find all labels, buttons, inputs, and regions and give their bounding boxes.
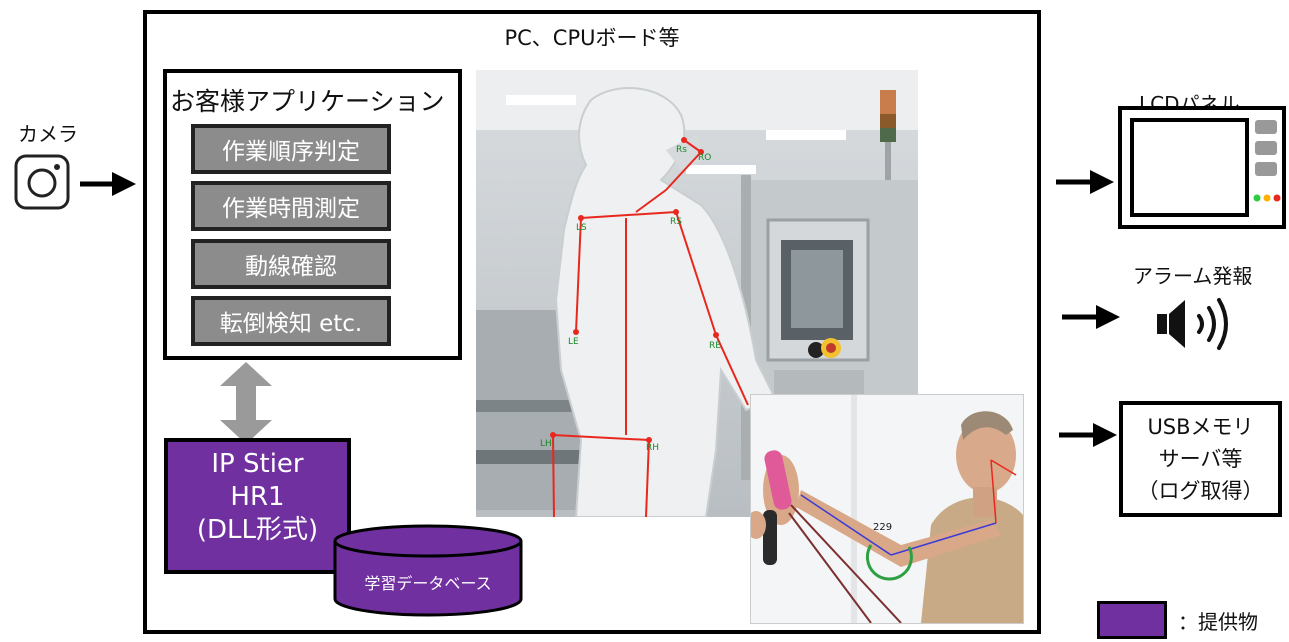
alarm-label: アラーム発報 (1133, 264, 1253, 288)
pose-angle-photo: 229 (750, 394, 1024, 624)
exercise-scene-image: 229 (751, 395, 1023, 623)
pc-title: PC、CPUボード等 (504, 26, 680, 50)
function-work-order: 作業順序判定 (191, 124, 391, 174)
function-work-time: 作業時間測定 (191, 181, 391, 231)
lcd-arrow-icon (1056, 170, 1114, 194)
keypoint-label: LS (576, 223, 587, 233)
angle-value: 229 (873, 522, 892, 533)
function-fall-detection: 転倒検知 etc. (191, 296, 391, 346)
legend-swatch (1097, 601, 1167, 639)
database-label: 学習データベース (364, 574, 492, 593)
usb-line3: （ログ取得） (1137, 479, 1264, 503)
lcd-panel-icon (1118, 106, 1286, 229)
keypoint-label: Rs (676, 145, 687, 155)
ipstier-line3: (DLL形式) (196, 515, 319, 545)
keypoint-label: RS (670, 217, 682, 227)
double-arrow-icon (220, 362, 272, 444)
usb-line2: サーバ等 (1158, 447, 1243, 471)
keypoint-label: LE (568, 337, 579, 347)
alarm-arrow-icon (1062, 305, 1120, 329)
database-cylinder-icon (333, 524, 523, 617)
keypoint-label: LH (540, 439, 552, 449)
usb-server-box: USBメモリ サーバ等 （ログ取得） (1119, 401, 1282, 517)
legend-label: ：提供物 (1178, 610, 1258, 634)
keypoint-label: RH (646, 443, 659, 453)
usb-line1: USBメモリ (1147, 415, 1254, 439)
camera-label: カメラ (18, 122, 78, 146)
ipstier-line1: IP Stier (211, 449, 304, 479)
camera-icon (14, 154, 70, 210)
keypoint-label: RO (698, 153, 711, 163)
keypoint-label: RE (709, 341, 721, 351)
ipstier-hr1-box: IP Stier HR1 (DLL形式) (164, 438, 351, 574)
ipstier-line2: HR1 (230, 482, 285, 512)
usb-arrow-icon (1059, 423, 1117, 447)
speaker-icon (1157, 298, 1228, 350)
function-flow-line: 動線確認 (191, 239, 391, 289)
customer-application-title: お客様アプリケーション (170, 87, 445, 116)
camera-arrow-icon (80, 172, 136, 196)
